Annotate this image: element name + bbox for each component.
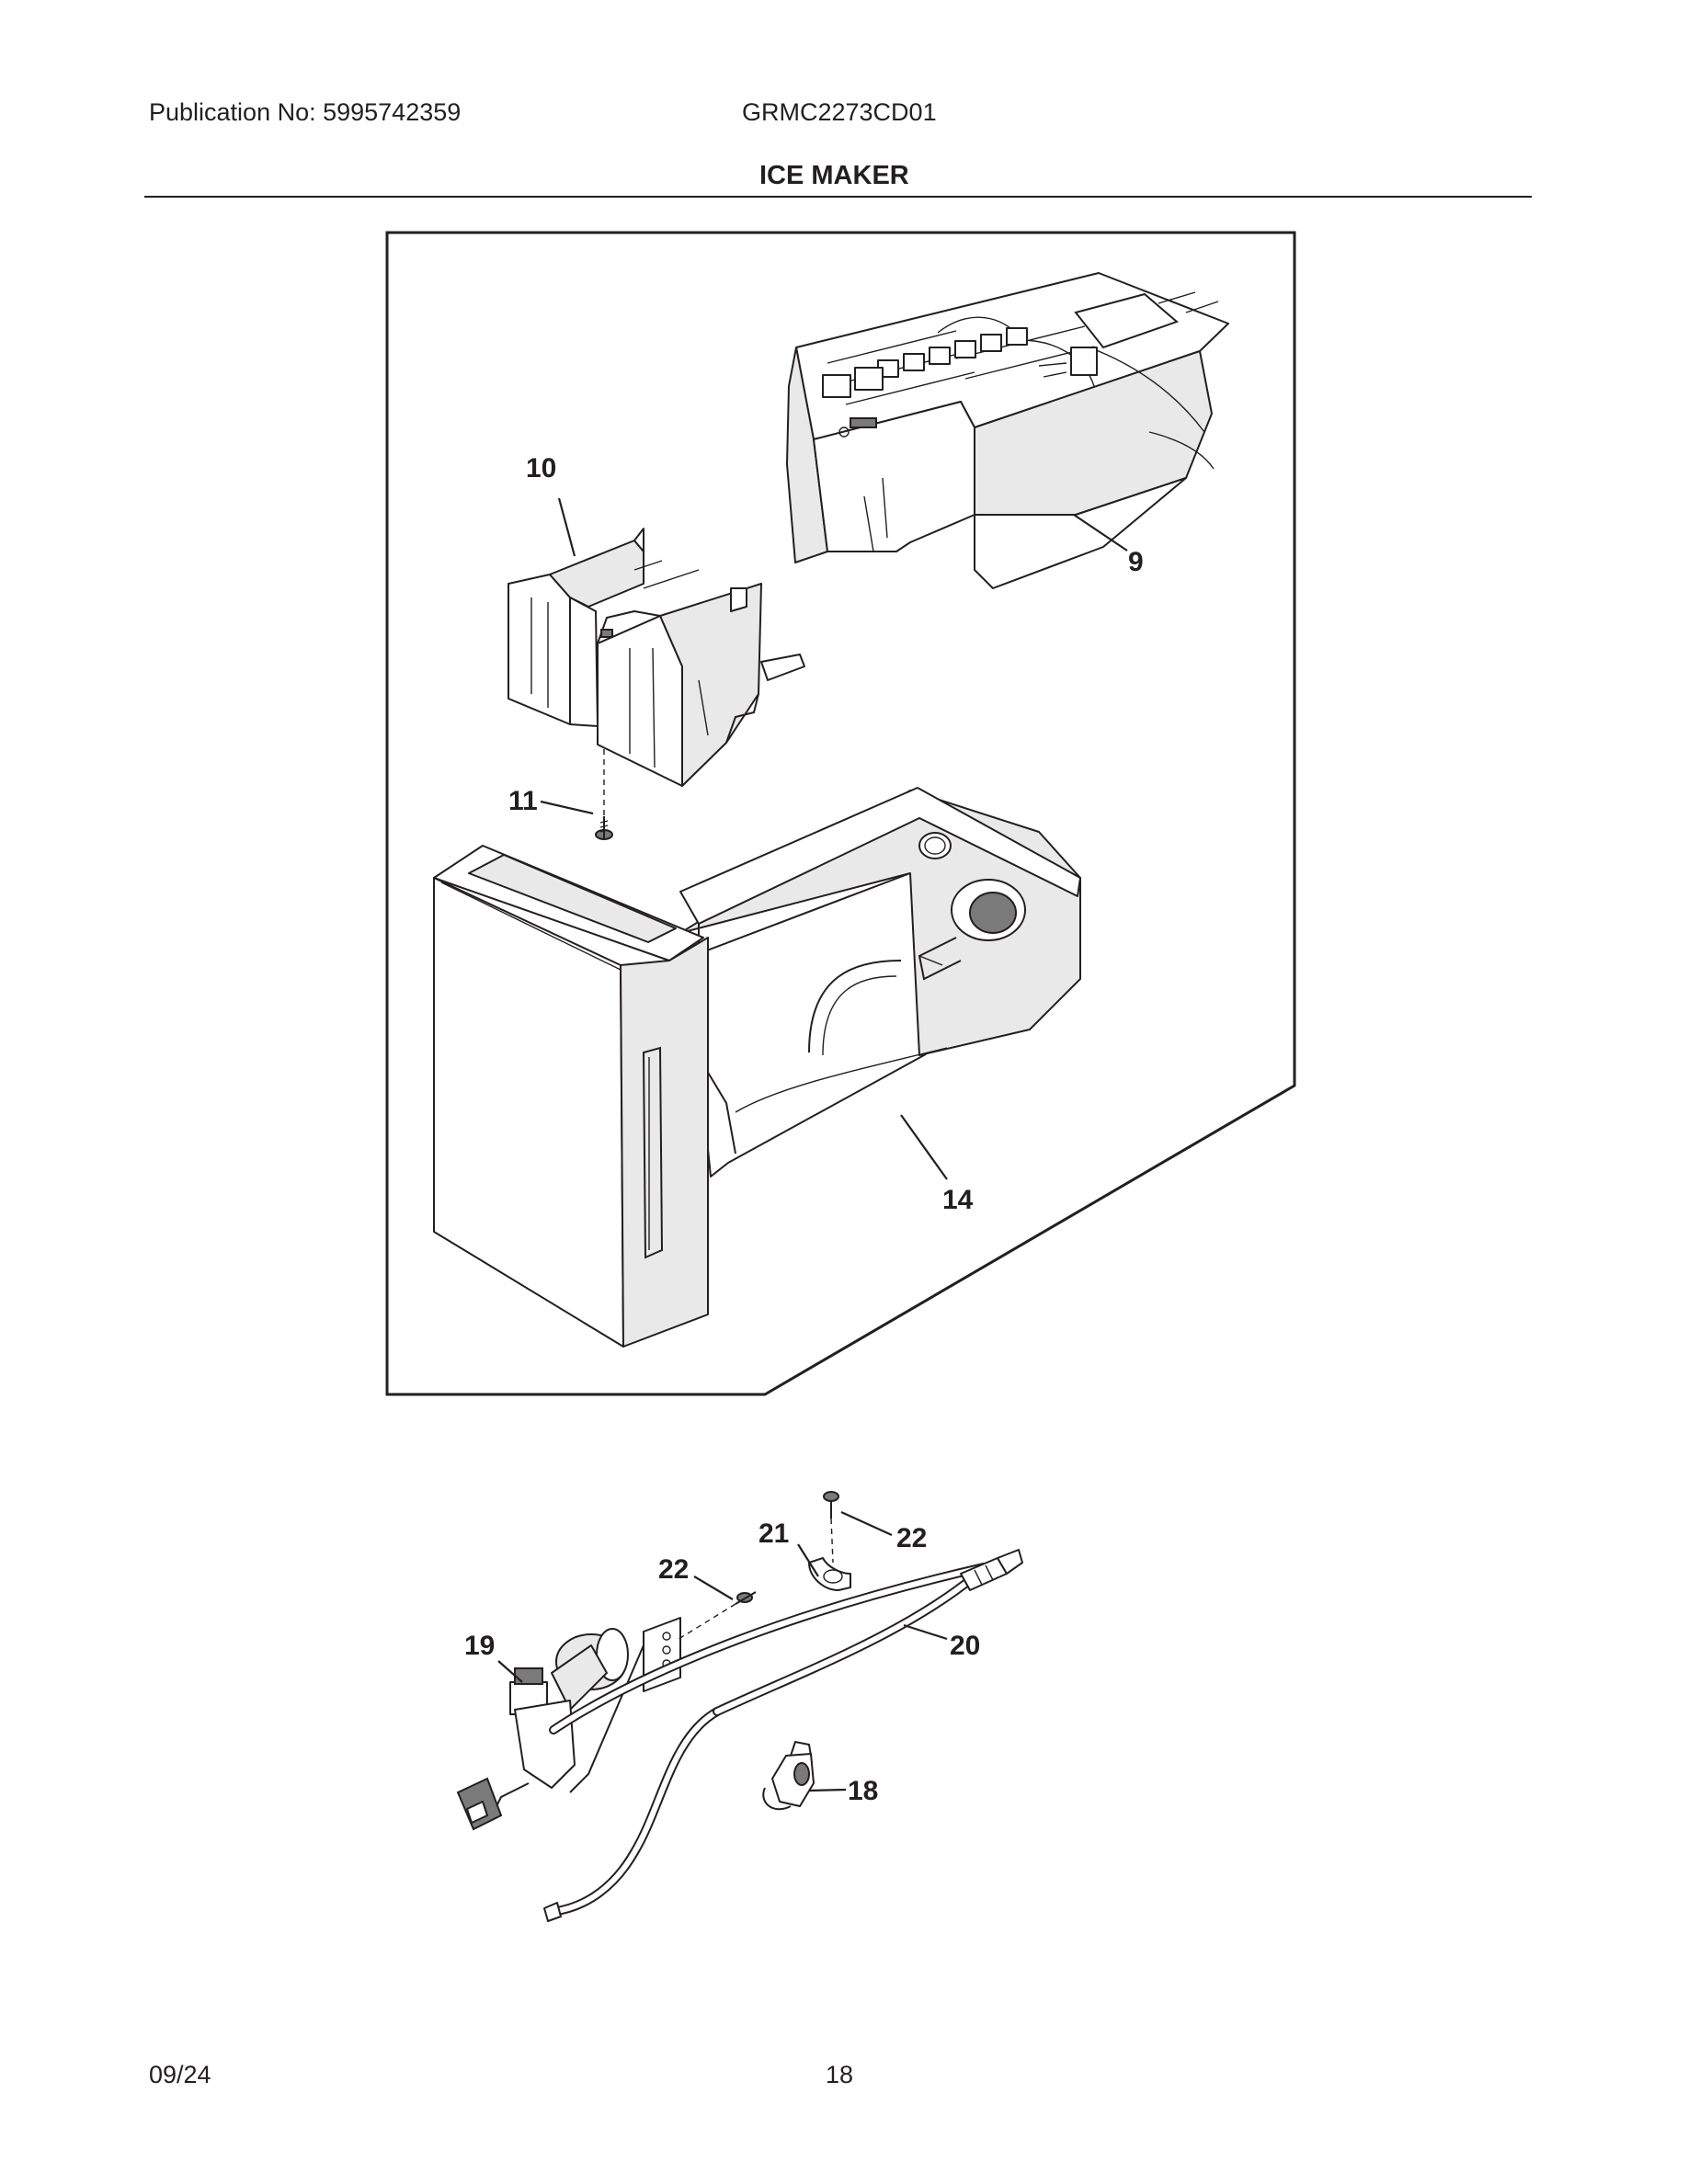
water-valve [456, 1617, 681, 1831]
callout-9: 9 [1128, 547, 1144, 577]
callout-22-right: 22 [896, 1523, 927, 1553]
leader-22-right [840, 1510, 893, 1537]
leader-11 [540, 800, 594, 815]
callout-21: 21 [758, 1519, 789, 1549]
leader-22-left [693, 1575, 734, 1600]
water-tube-20 [543, 1549, 1023, 1922]
page-number: 18 [826, 2061, 854, 2088]
leader-21 [797, 1543, 819, 1577]
model-number: GRMC2273CD01 [742, 98, 937, 126]
footer-date: 09/24 [149, 2061, 211, 2088]
leader-19 [497, 1660, 523, 1683]
callout-18: 18 [848, 1776, 878, 1806]
header-rule [144, 196, 1532, 198]
callout-14: 14 [942, 1185, 974, 1215]
screw-22-guide-top [830, 1518, 834, 1564]
clamp-21 [808, 1557, 851, 1591]
ice-bin [433, 787, 1081, 1348]
screw-22-top [823, 1491, 839, 1519]
callout-19: 19 [464, 1631, 495, 1661]
leader-20 [903, 1623, 948, 1641]
screw-22-left [735, 1591, 757, 1605]
assembly-frame [385, 231, 1296, 1396]
publication-number: Publication No: 5995742359 [149, 98, 462, 126]
screw-22-guide-left [675, 1603, 736, 1642]
callout-10: 10 [526, 453, 556, 483]
leader-14 [900, 1114, 948, 1180]
bucket-auger [508, 528, 805, 787]
callout-11: 11 [508, 786, 538, 816]
leader-18 [808, 1788, 847, 1792]
callout-20: 20 [950, 1631, 980, 1661]
screw-11 [595, 816, 613, 840]
leader-9 [1073, 514, 1128, 552]
page-title: ICE MAKER [759, 161, 909, 190]
leader-10 [557, 497, 576, 557]
callout-22-left: 22 [658, 1554, 689, 1585]
clip-18 [762, 1740, 815, 1811]
ice-maker-unit [786, 272, 1229, 589]
